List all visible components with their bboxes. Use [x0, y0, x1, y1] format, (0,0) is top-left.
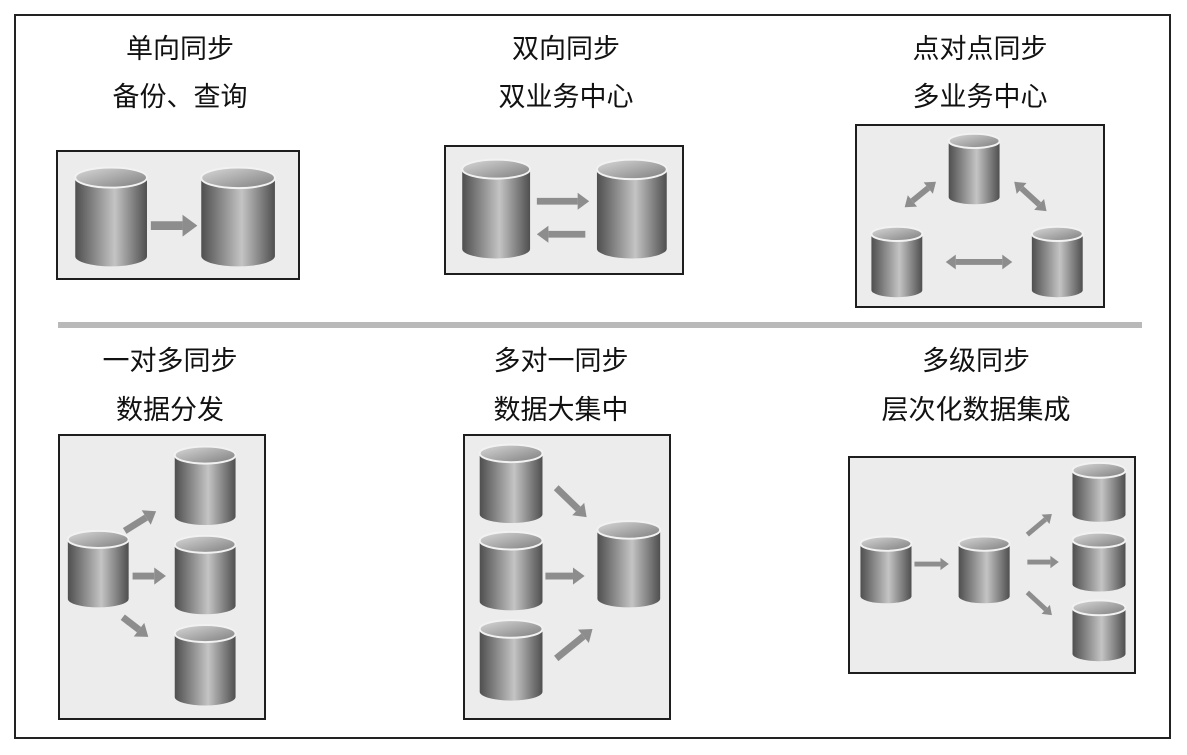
sync-arrow-icon: [904, 181, 936, 208]
database-cylinder-icon: [1071, 531, 1127, 592]
panel-subtitle-multi-level: 层次化数据集成: [881, 395, 1071, 426]
database-cylinder-icon: [173, 624, 237, 706]
section-divider: [58, 322, 1142, 328]
diagram-frame: [14, 14, 1171, 739]
sync-arrow-icon: [1025, 513, 1052, 537]
sync-arrow-icon: [914, 557, 949, 571]
sync-arrow-icon: [150, 214, 198, 237]
database-cylinder-icon: [173, 445, 237, 526]
panel-title-one-way: 单向同步: [126, 34, 234, 65]
database-cylinder-icon: [478, 443, 544, 524]
many-to-one-sync-diagram: [463, 434, 671, 720]
database-cylinder-icon: [173, 534, 237, 615]
database-cylinder-icon: [461, 158, 532, 259]
panel-title-one-to-many: 一对多同步: [102, 346, 238, 377]
one-to-many-sync-diagram: [58, 434, 266, 720]
sync-arrow-icon: [945, 254, 1013, 270]
panel-title-peer-to-peer: 点对点同步: [912, 34, 1048, 65]
sync-arrow-icon: [536, 192, 590, 210]
database-cylinder-icon: [596, 520, 662, 608]
panel-subtitle-peer-to-peer: 多业务中心: [912, 82, 1048, 113]
panel-title-two-way: 双向同步: [512, 34, 620, 65]
panel-subtitle-many-to-one: 数据大集中: [493, 395, 629, 426]
sync-arrow-icon: [120, 614, 149, 637]
database-cylinder-icon: [947, 132, 1001, 205]
sync-arrow-icon: [1027, 555, 1059, 569]
sync-arrow-icon: [553, 485, 587, 518]
database-cylinder-icon: [74, 166, 148, 267]
many-to-one-sync-graphic: [478, 443, 662, 701]
database-cylinder-icon: [1030, 225, 1084, 298]
sync-arrow-icon: [122, 510, 157, 534]
one-to-many-sync-graphic: [66, 445, 237, 706]
panel-subtitle-two-way: 双业务中心: [498, 82, 634, 113]
one-way-sync-diagram: [56, 150, 300, 280]
database-cylinder-icon: [478, 619, 544, 701]
database-cylinder-icon: [200, 166, 276, 267]
multi-level-sync-graphic: [859, 461, 1127, 662]
database-cylinder-icon: [478, 530, 544, 611]
sync-arrow-icon: [536, 225, 586, 243]
panel-title-many-to-one: 多对一同步: [493, 346, 629, 377]
database-cylinder-icon: [870, 225, 924, 298]
database-cylinder-icon: [595, 158, 668, 259]
database-cylinder-icon: [1071, 599, 1127, 662]
panel-subtitle-one-to-many: 数据分发: [116, 395, 224, 426]
database-cylinder-icon: [859, 535, 913, 604]
database-cylinder-icon: [957, 535, 1011, 604]
peer-to-peer-sync-graphic: [870, 132, 1084, 298]
database-cylinder-icon: [1071, 461, 1127, 522]
panel-subtitle-one-way: 备份、查询: [112, 82, 248, 113]
two-way-sync-graphic: [461, 158, 668, 259]
two-way-sync-diagram: [444, 145, 684, 275]
sync-arrow-icon: [1014, 181, 1047, 212]
sync-arrow-icon: [545, 567, 585, 585]
database-cylinder-icon: [66, 529, 130, 608]
sync-arrow-icon: [554, 628, 593, 662]
multi-level-sync-diagram: [848, 456, 1136, 674]
panel-title-multi-level: 多级同步: [922, 346, 1030, 377]
one-way-sync-graphic: [74, 166, 276, 267]
sync-arrow-icon: [1025, 590, 1052, 616]
sync-arrow-icon: [132, 567, 166, 585]
peer-to-peer-sync-diagram: [855, 124, 1105, 308]
